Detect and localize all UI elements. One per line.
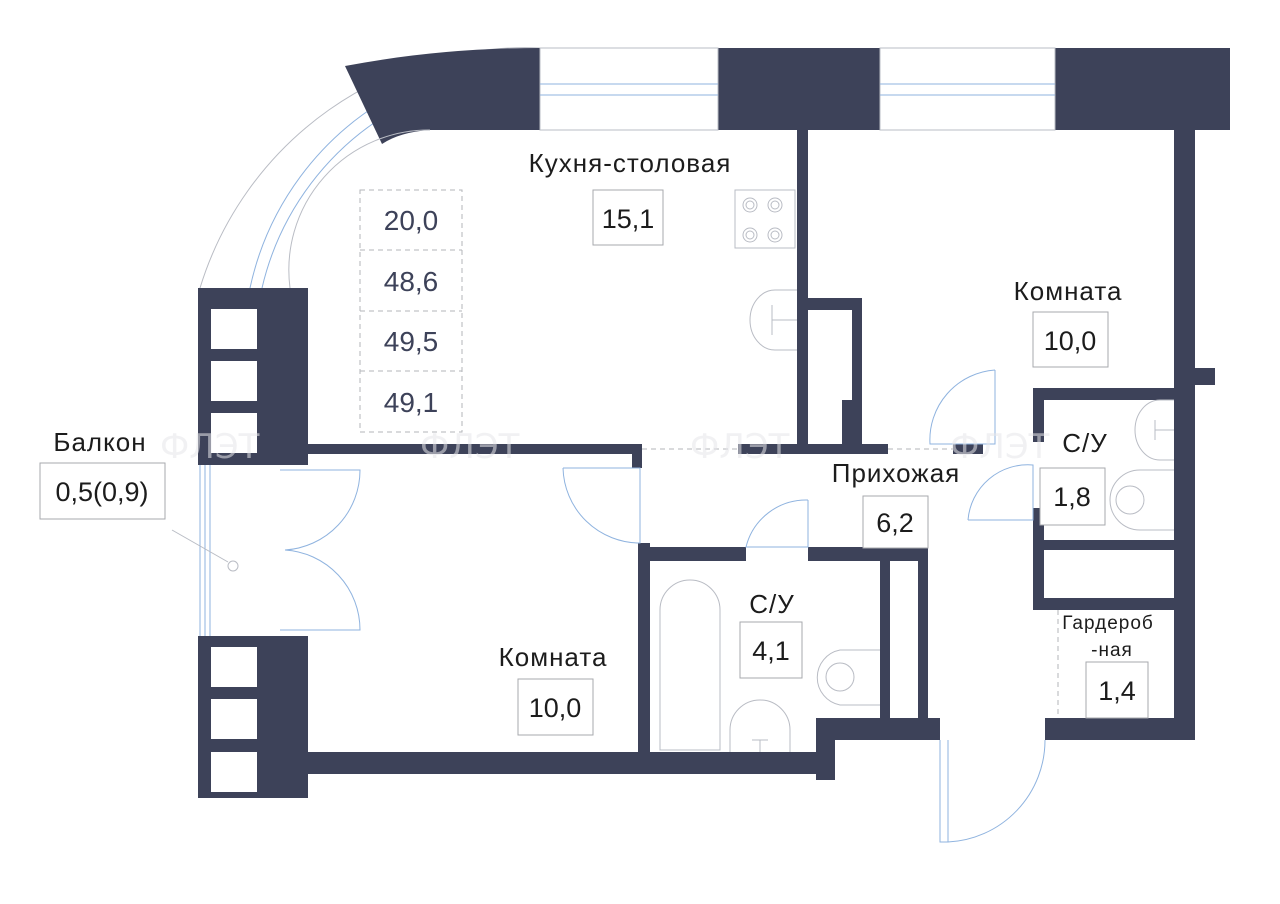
room-bottom: Комната 10,0 [499, 642, 608, 736]
room-top: Комната 10,0 [1014, 276, 1123, 368]
room-bathroom-small: С/У 1,8 [1039, 428, 1108, 526]
room-kitchen: Кухня-столовая 15,1 [529, 148, 732, 246]
svg-text:Комната: Комната [1014, 276, 1123, 306]
top-wall [539, 47, 1230, 131]
summary-living-area: 20,0 [384, 205, 439, 236]
svg-text:-ная: -ная [1091, 640, 1133, 661]
interior-walls [308, 130, 1215, 780]
svg-text:10,0: 10,0 [1044, 326, 1097, 356]
svg-text:Балкон: Балкон [53, 427, 146, 457]
area-summary: 20,0 48,6 49,5 49,1 [359, 189, 463, 433]
fixtures [659, 189, 1174, 752]
balcony-marker [227, 560, 239, 572]
summary-area-with-balcony: 49,5 [384, 326, 439, 357]
watermark: ФЛЭТ ФЛЭТ ФЛЭТ ФЛЭТ [160, 427, 1050, 467]
svg-text:С/У: С/У [749, 589, 795, 619]
balcony-glazing [199, 465, 211, 636]
balcony-leader-line [171, 529, 229, 563]
svg-text:1,4: 1,4 [1098, 676, 1136, 706]
svg-text:Прихожая: Прихожая [832, 458, 960, 488]
left-column-upper [198, 288, 308, 465]
svg-text:4,1: 4,1 [752, 636, 790, 666]
svg-text:С/У: С/У [1062, 428, 1108, 458]
watermark-text: ФЛЭТ [690, 427, 790, 467]
shelf [1044, 550, 1174, 598]
doors [280, 369, 1046, 843]
room-bathroom-large: С/У 4,1 [739, 589, 803, 679]
kitchen-curve-edge [288, 129, 431, 432]
room-wardrobe: Гардероб -ная 1,4 [1062, 613, 1154, 719]
svg-text:Кухня-столовая: Кухня-столовая [529, 148, 732, 178]
watermark-text: ФЛЭТ [950, 427, 1050, 467]
svg-text:1,8: 1,8 [1053, 482, 1091, 512]
svg-text:Комната: Комната [499, 642, 608, 672]
svg-text:Гардероб: Гардероб [1062, 613, 1154, 634]
summary-total-area: 48,6 [384, 266, 439, 297]
room-hallway: Прихожая 6,2 [832, 458, 960, 549]
curved-wall [345, 48, 540, 144]
left-column-lower [198, 636, 308, 798]
svg-text:15,1: 15,1 [602, 204, 655, 234]
room-balcony: Балкон 0,5(0,9) [39, 427, 166, 520]
svg-text:10,0: 10,0 [529, 693, 582, 723]
watermark-text: ФЛЭТ [160, 427, 260, 467]
svg-text:6,2: 6,2 [876, 508, 914, 538]
svg-text:0,5(0,9): 0,5(0,9) [55, 477, 148, 507]
zone-dashed-lines [642, 448, 1059, 718]
summary-reduced-area: 49,1 [384, 387, 439, 418]
watermark-text: ФЛЭТ [420, 427, 520, 467]
